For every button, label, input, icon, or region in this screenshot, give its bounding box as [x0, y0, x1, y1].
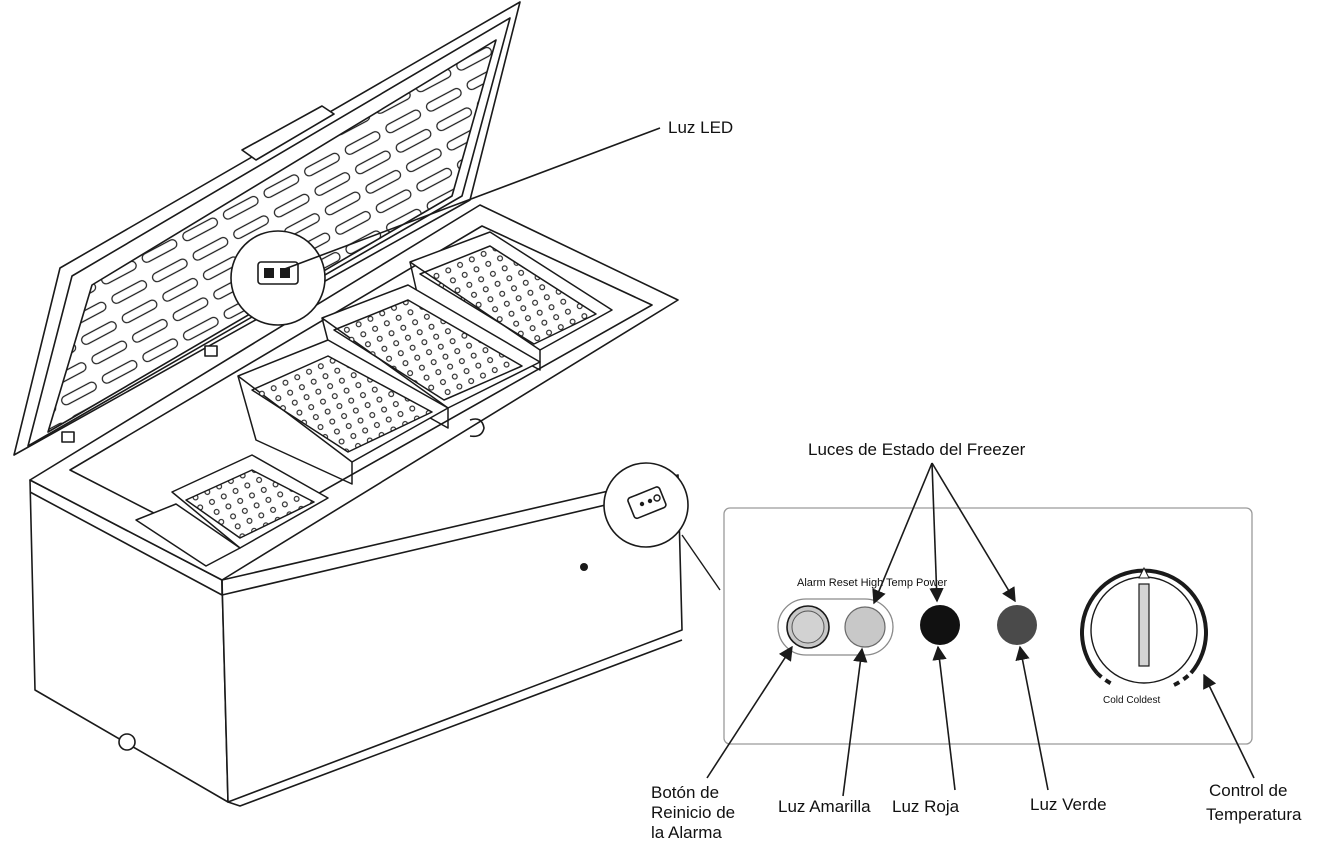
- callout-lines: [281, 127, 1255, 797]
- side-hole: [580, 563, 588, 571]
- basket: [171, 454, 329, 549]
- label-temperature-line-1: Control de: [1209, 781, 1287, 800]
- yellow-light: [844, 606, 886, 648]
- label-alarm-reset-line-2: Reinicio de: [651, 803, 735, 822]
- dial-scale-label: Cold Coldest: [1103, 695, 1160, 706]
- alarm-reset-button-inner: [791, 610, 825, 644]
- zoom-leader-line: [681, 534, 721, 591]
- label-led-light: Luz LED: [668, 118, 733, 137]
- drain-plug: [118, 733, 136, 751]
- label-temperature-control: Control de Temperatura: [1206, 781, 1302, 824]
- dial-pointer-icon: [1138, 566, 1150, 579]
- control-panel: [723, 507, 1253, 745]
- panel-legend: Alarm Reset High Temp Power: [797, 577, 948, 589]
- temperature-dial[interactable]: [1080, 566, 1208, 687]
- label-green-light: Luz Verde: [1030, 795, 1107, 814]
- label-alarm-reset-button: Botón de Reinicio de la Alarma: [651, 783, 740, 842]
- label-yellow-light: Luz Amarilla: [778, 797, 871, 816]
- label-red-light: Luz Roja: [892, 797, 960, 816]
- label-temperature-line-2: Temperatura: [1206, 805, 1302, 824]
- label-alarm-reset-line-3: la Alarma: [651, 823, 722, 842]
- red-light: [920, 605, 960, 645]
- led-light-marker: [230, 230, 326, 326]
- dial-knob: [1138, 583, 1150, 667]
- label-alarm-reset-line-1: Botón de: [651, 783, 719, 802]
- label-status-lights: Luces de Estado del Freezer: [808, 440, 1026, 459]
- control-panel-marker: [603, 462, 689, 548]
- basket: [237, 339, 449, 485]
- basket: [135, 503, 241, 567]
- green-light: [997, 605, 1037, 645]
